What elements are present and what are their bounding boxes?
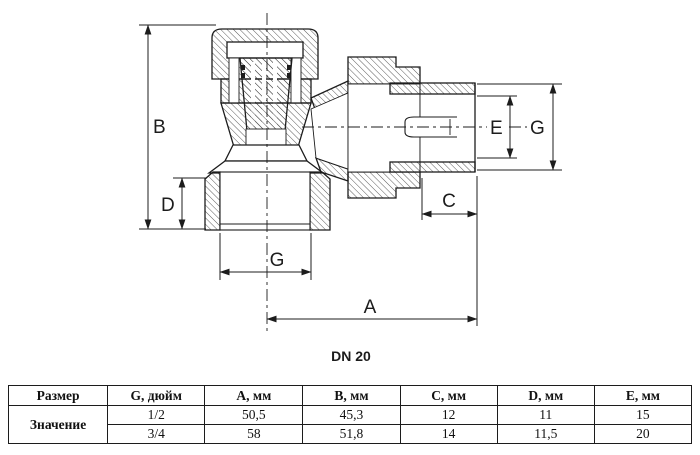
dim-label-g-bottom: G: [270, 250, 285, 271]
oring-groove: [241, 73, 245, 78]
table-cell: 11: [496, 405, 595, 425]
cap-gap-right: [290, 57, 302, 104]
oring-groove: [241, 65, 245, 70]
port-wall-right: [309, 171, 331, 231]
dimension-g-bottom: G: [219, 233, 312, 280]
port-wall-left: [204, 171, 221, 231]
table-header-b: B, мм: [302, 385, 401, 406]
label-backing: [527, 115, 548, 137]
oring-groove: [287, 65, 291, 70]
table-header-a: A, мм: [204, 385, 304, 406]
cap-insert: [226, 41, 304, 59]
table-cell: 12: [399, 405, 498, 425]
dim-label-c: C: [442, 191, 456, 212]
tailpiece-thread-bottom: [389, 161, 476, 173]
dimensions-table: Размер G, дюйм A, мм B, мм C, мм D, мм E…: [7, 385, 693, 444]
union-nut-top: [347, 56, 421, 85]
table-row-label: Значение: [7, 405, 109, 444]
dimensions-table-grid: Размер G, дюйм A, мм B, мм C, мм D, мм E…: [7, 385, 693, 444]
table-cell: 1/2: [107, 405, 206, 425]
cap-gap-left: [228, 57, 240, 104]
table-header-c: C, мм: [399, 385, 498, 406]
table-cell: 15: [593, 405, 693, 425]
dimension-b: B: [139, 24, 216, 230]
union-nut-bottom: [347, 171, 421, 199]
dimension-c: C: [421, 178, 478, 220]
center-lines: [266, 13, 546, 331]
drawing-caption: DN 20: [331, 348, 371, 364]
port-thread-bore: [219, 171, 311, 231]
technical-drawing: B D G A C: [139, 13, 562, 364]
tailpiece-thread-top: [389, 82, 476, 95]
dim-label-e: E: [490, 118, 503, 139]
dimension-d: D: [161, 177, 207, 230]
dimension-e: E: [477, 95, 517, 159]
dimension-a: A: [266, 176, 478, 326]
body-shoulder: [207, 160, 325, 174]
body-hex: [223, 144, 309, 162]
stem-slot: [262, 62, 266, 126]
dimensions: B D G A C: [139, 24, 562, 326]
table-cell: 11,5: [496, 424, 595, 444]
table-header-g: G, дюйм: [107, 385, 206, 406]
table-header-e: E, мм: [593, 385, 693, 406]
table-cell: 51,8: [302, 424, 401, 444]
dim-label-g-right: G: [530, 118, 545, 139]
table-header-size: Размер: [7, 385, 109, 406]
table-row: 3/4 58 51,8 14 11,5 20: [9, 424, 693, 444]
stem-slot: [251, 62, 255, 126]
table-header-d: D, мм: [496, 385, 595, 406]
dim-label-a: A: [364, 297, 377, 318]
stem-slot: [273, 62, 277, 126]
dimension-g-right: G: [477, 83, 562, 171]
dim-label-b: B: [153, 117, 166, 138]
table-cell: 14: [399, 424, 498, 444]
table-cell: 45,3: [302, 405, 401, 425]
oring-groove: [287, 73, 291, 78]
valve-cross-section: [204, 28, 476, 231]
dim-label-d: D: [161, 195, 175, 216]
table-cell: 50,5: [204, 405, 304, 425]
label-backing: [487, 115, 505, 137]
table-cell: 3/4: [107, 424, 206, 444]
table-row: Значение 1/2 50,5 45,3 12 11 15: [7, 405, 693, 444]
table-header-row: Размер G, дюйм A, мм B, мм C, мм D, мм E…: [7, 385, 693, 406]
table-cell: 20: [593, 424, 693, 444]
stem-foot: [245, 128, 287, 146]
table-cell: 58: [204, 424, 304, 444]
